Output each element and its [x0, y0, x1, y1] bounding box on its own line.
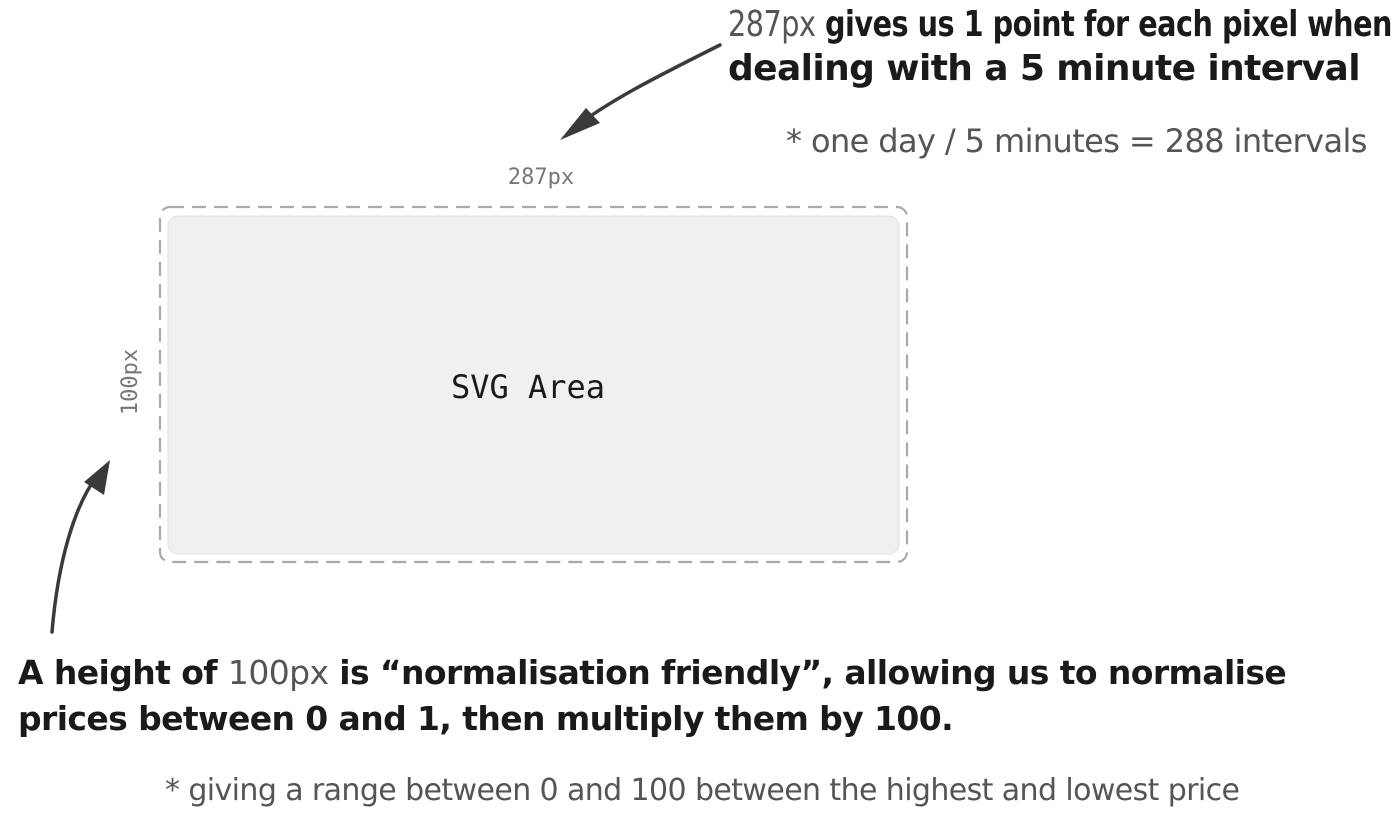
width-label: 287px: [508, 165, 574, 190]
top-note-line1: 287px gives us 1 point for each pixel wh…: [728, 4, 1392, 45]
bottom-note-highlight: 100px: [228, 653, 329, 692]
bottom-note-post: is “normalisation friendly”, allowing us…: [328, 653, 1286, 692]
bottom-footnote: * giving a range between 0 and 100 betwe…: [165, 773, 1239, 808]
bottom-note-line1: A height of 100px is “normalisation frie…: [18, 653, 1286, 692]
bottom-arrow: [50, 474, 99, 634]
top-footnote: * one day / 5 minutes = 288 intervals: [786, 122, 1367, 160]
svg-area-box: [167, 215, 900, 555]
top-note-line1-rest: gives us 1 point for each pixel when: [815, 4, 1392, 45]
top-note-highlight: 287px: [728, 4, 816, 45]
bottom-note-pre: A height of: [18, 653, 228, 692]
bottom-note-line2: prices between 0 and 1, then multiply th…: [18, 699, 953, 738]
height-label: 100px: [118, 349, 143, 415]
svg-area-label: SVG Area: [451, 368, 605, 406]
svg-area-dashed-frame: [158, 205, 909, 564]
top-note-line2: dealing with a 5 minute interval: [728, 48, 1360, 89]
top-arrowhead: [560, 108, 600, 140]
bottom-arrowhead: [84, 460, 110, 495]
